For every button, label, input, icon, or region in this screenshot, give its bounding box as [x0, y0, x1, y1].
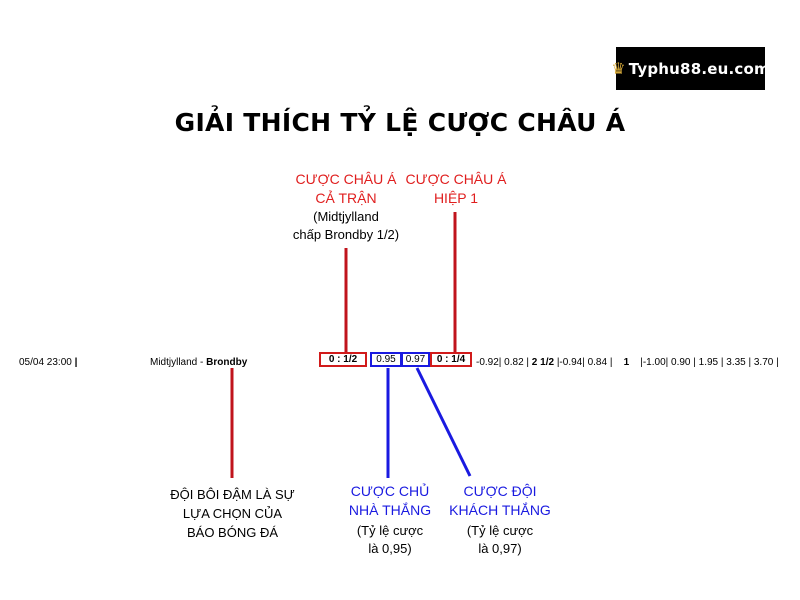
- one-value: 1: [623, 357, 630, 368]
- odds-segment-1: -0.92| 0.82 |: [476, 357, 530, 368]
- label-bold-team: ĐỘI BÔI ĐẬM LÀ SỰ LỰA CHỌN CỦA BÁO BÓNG …: [170, 487, 295, 540]
- away-odds: 0.97: [401, 352, 430, 367]
- match-teams: Midtjylland - Brondby: [150, 357, 248, 368]
- crown-shield-icon: ♛: [611, 59, 626, 78]
- label-first-half: CƯỢC CHÂU Á HIỆP 1: [405, 171, 507, 206]
- odds-rest: -0.92| 0.82 | 2 1/2 |-0.94| 0.84 | 1 |-1…: [476, 357, 779, 368]
- away-team: Brondby: [206, 357, 248, 368]
- odds-segment-2: |-0.94| 0.84 |: [556, 357, 613, 368]
- page-title: GIẢI THÍCH TỶ LỆ CƯỢC CHÂU Á: [174, 108, 626, 137]
- full-match-handicap: 0 : 1/2: [319, 352, 367, 367]
- odds-segment-3: |-1.00| 0.90 | 1.95 | 3.35 | 3.70 |: [640, 357, 779, 368]
- match-time: 05/04 23:00 |: [19, 357, 78, 368]
- typhu88-logo: ♛ Typhu88.eu.com: [611, 47, 770, 90]
- line-away-win: [415, 367, 472, 477]
- label-home-win: CƯỢC CHỦ NHÀ THẮNG (Tỷ lệ cược là 0,95): [348, 483, 432, 556]
- first-half-handicap: 0 : 1/4: [430, 352, 472, 367]
- label-away-win: CƯỢC ĐỘI KHÁCH THẮNG (Tỷ lệ cược là 0,97…: [449, 483, 551, 556]
- home-odds: 0.95: [370, 352, 402, 367]
- home-team: Midtjylland: [150, 357, 198, 368]
- total-goals: 2 1/2: [531, 357, 555, 368]
- odds-row: 05/04 23:00 | Midtjylland - Brondby: [0, 357, 800, 371]
- logo-text: Typhu88.eu.com: [628, 59, 770, 78]
- label-full-match: CƯỢC CHÂU Á CẢ TRẬN (Midtjylland chấp Br…: [292, 171, 400, 242]
